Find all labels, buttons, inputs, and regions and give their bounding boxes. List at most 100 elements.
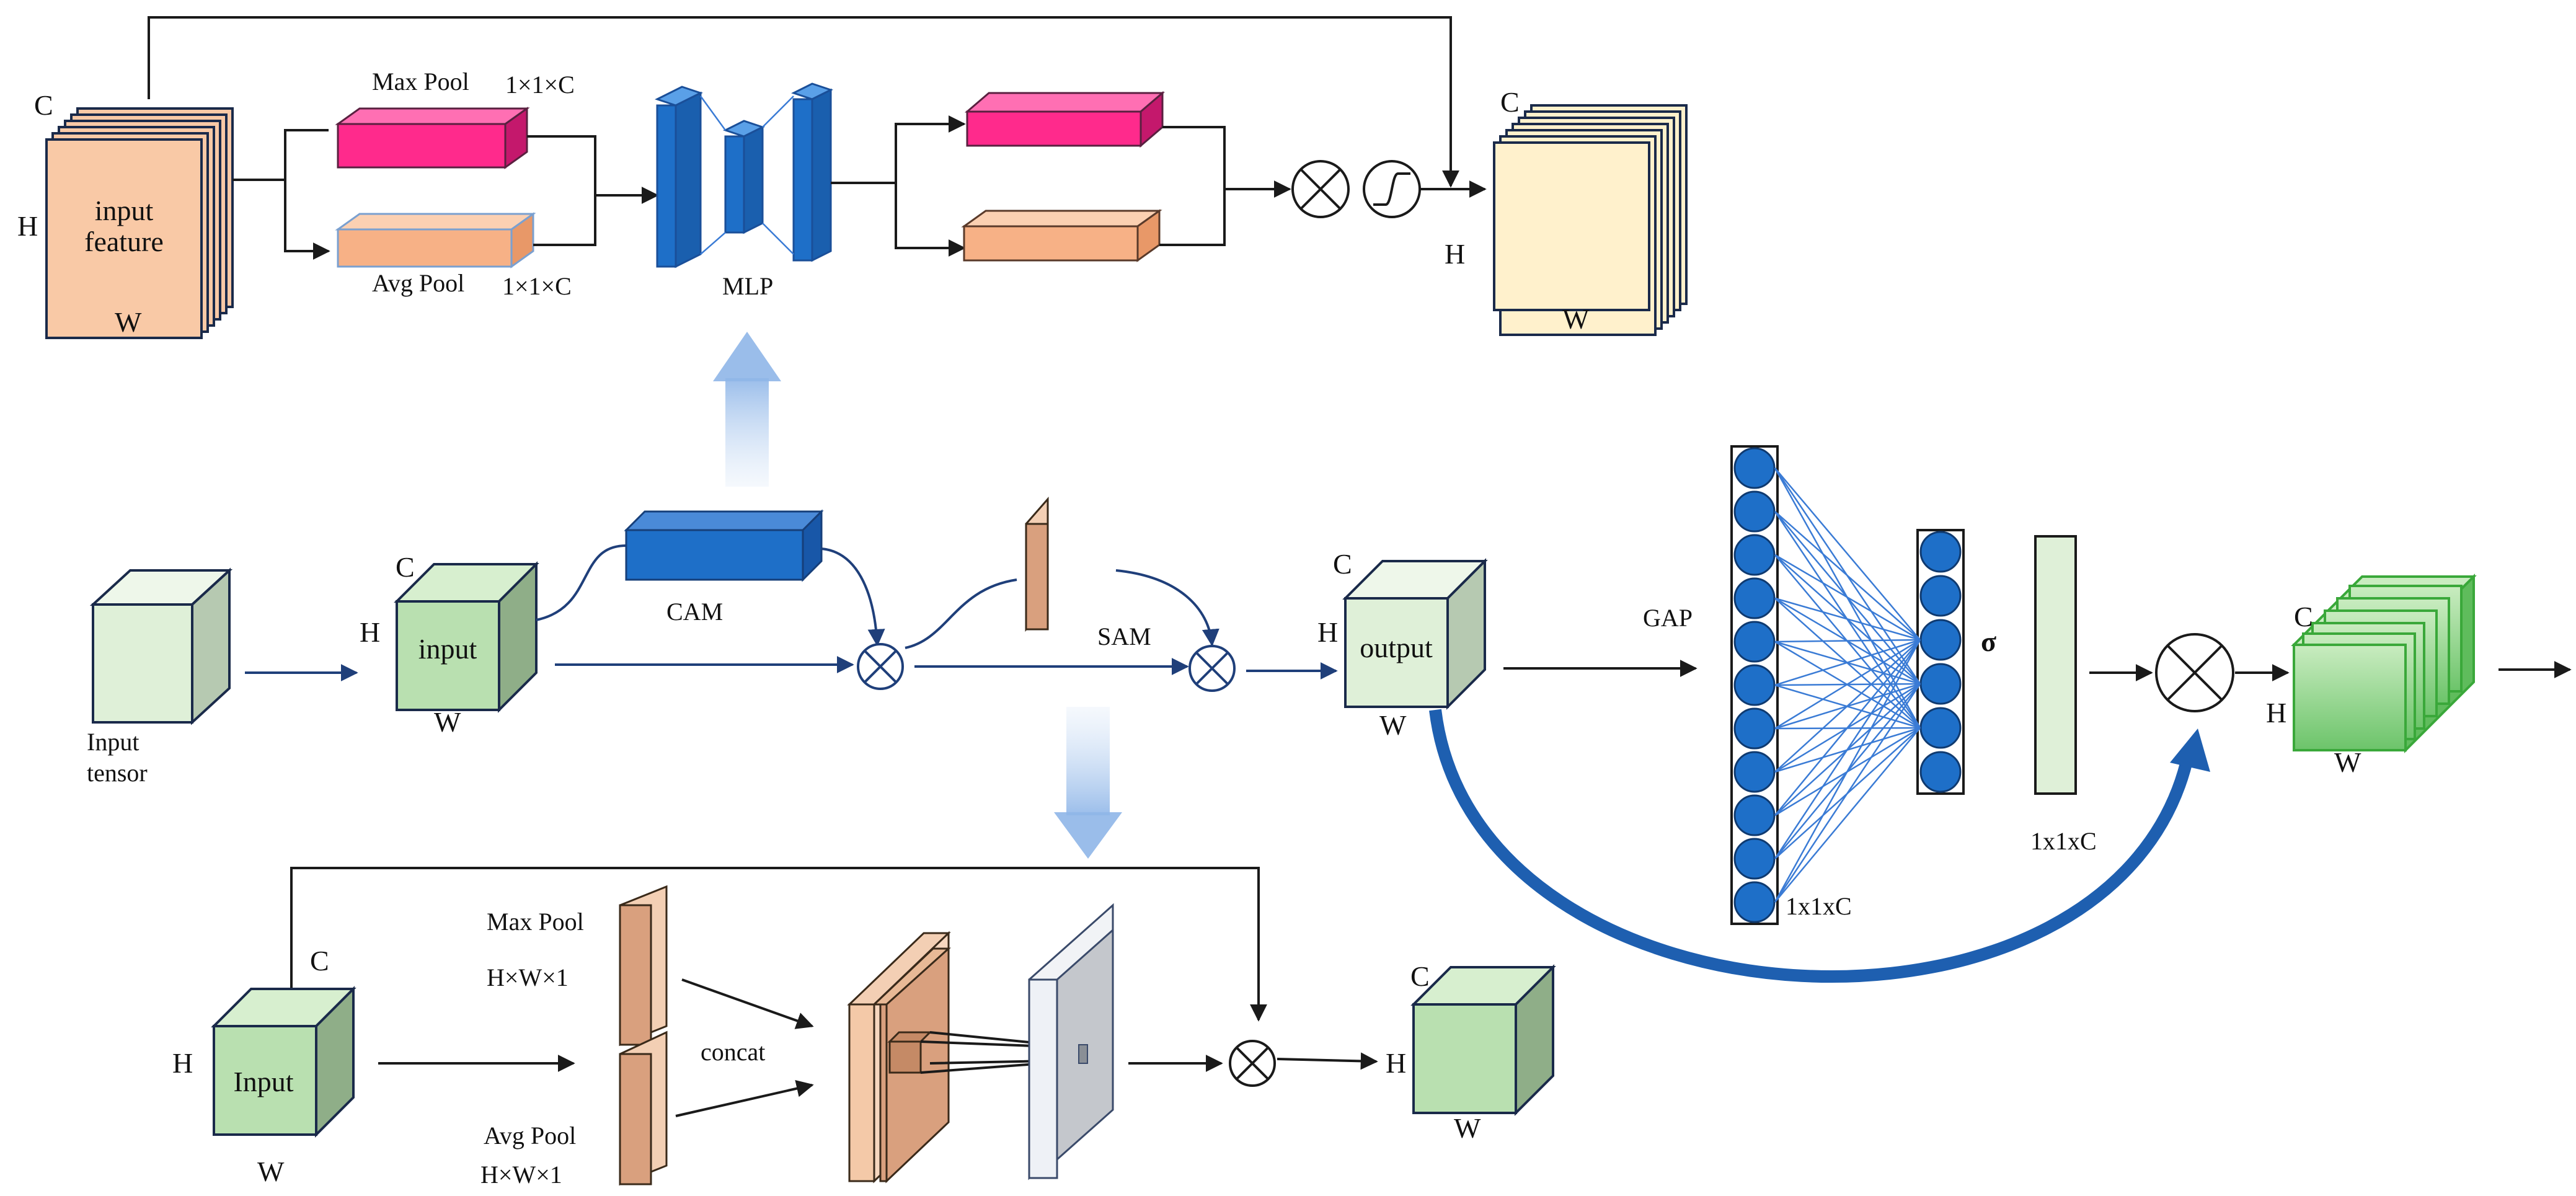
sam-slab [1025, 497, 1049, 632]
sam-conv-slab [1028, 903, 1114, 1180]
avg-pool-label: Avg Pool [372, 269, 464, 297]
sam-avg-pool-dim: H×W×1 [480, 1161, 562, 1189]
gap-neuron [1733, 577, 1776, 619]
sam-out-dim-h: H [1386, 1047, 1406, 1079]
branch-to-avgpool [284, 180, 330, 260]
se-weight-bar [2034, 535, 2077, 795]
sam-out-dim-c: C [1410, 960, 1430, 992]
fc-neuron [1919, 663, 1962, 705]
cam-label: CAM [666, 598, 723, 626]
mlp-label: MLP [722, 272, 773, 300]
fc-connection-line [1774, 467, 1921, 640]
sam-max-pool-dim: H×W×1 [487, 963, 569, 991]
cam-to-multiply-curve [821, 547, 885, 647]
se-out-dim-c: C [2294, 601, 2313, 632]
gap-neuron-column [1730, 445, 1779, 925]
middle-input-cube [394, 561, 539, 713]
fc-connection-line [1774, 639, 1921, 773]
sam-max-pool-label: Max Pool [487, 908, 584, 936]
mlp-to-avg-out [895, 183, 966, 257]
cam-sigmoid-op [1363, 160, 1421, 218]
fc-connection-line [1774, 639, 1921, 730]
input-feature-label-1: input [95, 195, 154, 226]
gap-neuron [1733, 707, 1776, 750]
se-multiply-op [2155, 633, 2234, 712]
gap-neuron [1733, 881, 1776, 923]
fc-connection-line [1774, 639, 1921, 643]
fc-connection-line [1774, 727, 1921, 903]
gap-neuron [1733, 490, 1776, 533]
fc-neuron [1919, 707, 1962, 749]
fc-neuron [1919, 531, 1962, 573]
cam-out-dim-h: H [1445, 238, 1465, 270]
expand-arrow-down [1054, 707, 1122, 859]
sam-output-cube [1410, 964, 1556, 1116]
fc-connection-line [1774, 639, 1921, 686]
fc-neuron [1919, 575, 1962, 617]
fc-connection-line [1774, 639, 1921, 816]
middle-input-dim-w: W [434, 706, 461, 738]
input-tensor-label-2: tensor [87, 759, 148, 787]
sam-input-cube [211, 986, 356, 1138]
fc-connection-line [1774, 511, 1921, 640]
max-pool-label: Max Pool [372, 68, 469, 95]
input-tensor-cube [89, 567, 233, 725]
concat-feature-slab [847, 931, 951, 1184]
se-skip-arrowhead [2170, 729, 2210, 772]
sam-input-label: Input [233, 1066, 293, 1097]
middle-multiply-op-1 [857, 643, 904, 690]
sam-multiply-op [1229, 1040, 1276, 1087]
concat-label: concat [701, 1038, 765, 1066]
sam-detail-block: Input C H W Max Pool H×W×1 Avg Pool H×W×… [172, 867, 1556, 1189]
gap-neuron [1733, 838, 1776, 880]
input-dim-w: W [115, 306, 142, 338]
cam-out-dim-c: C [1500, 86, 1520, 118]
input-feature-stack [45, 107, 234, 339]
cam-block [624, 509, 824, 582]
sam-input-dim-w: W [257, 1156, 285, 1187]
avg-out-merge-line [1159, 189, 1226, 246]
sam-to-multiply2-curve [1115, 569, 1219, 647]
gap-neuron [1733, 664, 1776, 706]
fc-connection-line [1774, 597, 1921, 641]
input-feature-label-2: feature [84, 226, 164, 257]
se-weight-dim: 1x1xC [2030, 827, 2097, 855]
merge-to-mlp [527, 135, 659, 204]
middle-output-dim-h: H [1317, 616, 1338, 648]
sam-avg-pool-slab [619, 1030, 668, 1186]
gap-neuron [1733, 534, 1776, 576]
max-pool-bar [335, 107, 530, 169]
se-output-stack [2291, 574, 2477, 753]
cam-detail-block: input feature C H W Max Pool 1×1×C Avg P… [17, 16, 1688, 339]
middle-output-cube [1342, 558, 1488, 710]
expand-arrow-up [713, 332, 781, 487]
fc-neuron-column [1916, 529, 1965, 795]
sigma-label: σ [1981, 626, 1996, 657]
multiply-to-sam-curve [905, 578, 1017, 649]
mlp-to-outputs [831, 115, 966, 184]
se-skip-curve [1429, 709, 2195, 983]
middle-input-dim-h: H [360, 616, 380, 648]
input-tensor-label-1: Input [87, 728, 139, 756]
middle-input-dim-c: C [396, 551, 415, 583]
mlp-max-output-bar [964, 91, 1166, 148]
branch-to-pools [232, 129, 329, 181]
maxpool-to-concat [681, 978, 814, 1029]
outputs-merge-line [1162, 126, 1291, 198]
middle-output-dim-w: W [1379, 709, 1407, 741]
avg-pool-dim: 1×1×C [502, 272, 572, 300]
conv-projection-lines [920, 1031, 1086, 1074]
avg-pool-bar [335, 212, 536, 268]
cam-multiply-op [1291, 160, 1350, 218]
gap-neuron [1733, 751, 1776, 793]
sam-label: SAM [1097, 622, 1151, 650]
multiply-to-sam-output [1277, 1052, 1378, 1070]
max-pool-dim: 1×1×C [505, 71, 575, 99]
input-to-cam-curve [536, 544, 627, 621]
gap-neuron [1733, 794, 1776, 836]
avgpool-to-concat [675, 1079, 814, 1117]
middle-output-dim-c: C [1333, 548, 1352, 580]
cam-skip-connection [148, 16, 1459, 188]
middle-multiply-op-2 [1188, 645, 1236, 692]
